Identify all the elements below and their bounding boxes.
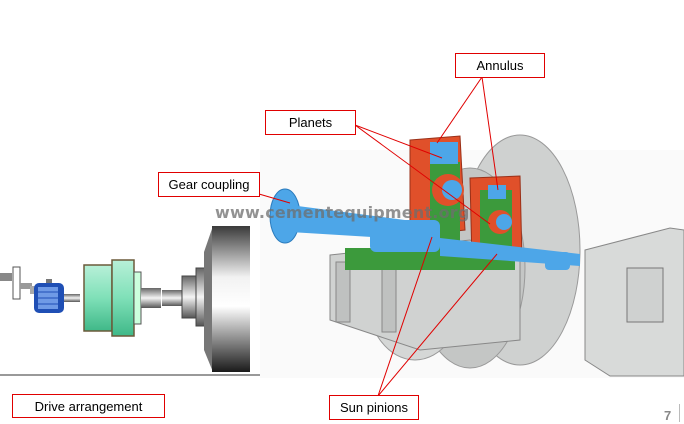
watermark: www.cementequipment.org: [215, 203, 470, 222]
leader-annulus-2: [481, 76, 499, 191]
leader-gear-coupling: [258, 193, 291, 204]
leader-planets-2: [354, 124, 491, 225]
leader-annulus-1: [436, 76, 483, 144]
input-shaft: [269, 188, 580, 270]
caption-drive-arrangement: Drive arrangement: [12, 394, 165, 418]
leader-sun-pinions-1: [377, 236, 433, 397]
callout-annulus: Annulus: [455, 53, 545, 78]
motor: [30, 279, 80, 313]
electric-motor: [584, 227, 684, 377]
page-number: 7: [664, 408, 672, 423]
annulus-gear: [430, 142, 458, 164]
leader-lines: [258, 76, 499, 397]
gearbox: [83, 259, 142, 337]
auxiliary-drive: [0, 266, 32, 300]
callout-sun-pinions: Sun pinions: [329, 395, 419, 420]
leader-sun-pinions-2: [377, 253, 498, 397]
mill-shell: [204, 226, 250, 372]
shaft: [141, 267, 207, 327]
planetary-gearbox-cutaway: [260, 134, 684, 378]
drive-arrangement-illustration: [0, 226, 260, 376]
leader-planets-1: [354, 124, 443, 159]
callout-gear-coupling: Gear coupling: [158, 172, 260, 197]
callout-planets: Planets: [265, 110, 356, 135]
page-divider: [679, 404, 680, 422]
